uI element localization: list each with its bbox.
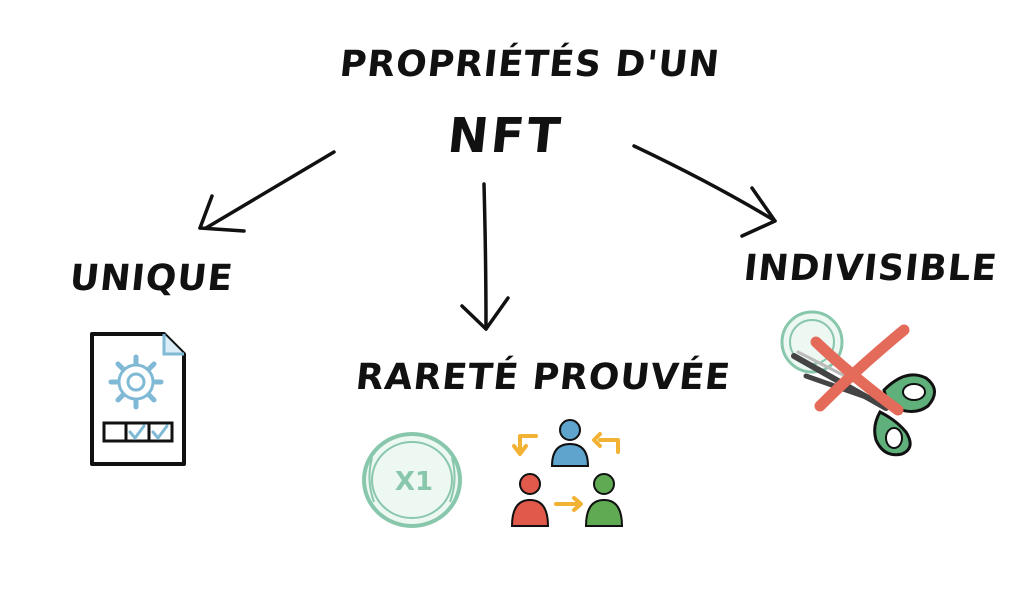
arrow-to-indivisible xyxy=(632,144,777,238)
branch-label-indivisible: INDIVISIBLE xyxy=(741,248,1000,289)
coin-x1-text: X1 xyxy=(395,467,433,497)
document-gear-checkbox-icon xyxy=(90,332,186,466)
coin-x1-icon: X1 xyxy=(362,432,462,528)
scissors-crossed-coin-icon xyxy=(780,310,936,457)
branch-label-unique: UNIQUE xyxy=(67,258,236,299)
people-exchange-icon xyxy=(510,419,624,527)
arrow-to-rarete xyxy=(460,182,510,331)
arrow-to-unique xyxy=(198,150,336,233)
branch-label-rarete-prouvee: RARETÉ PROUVÉE xyxy=(353,357,733,398)
